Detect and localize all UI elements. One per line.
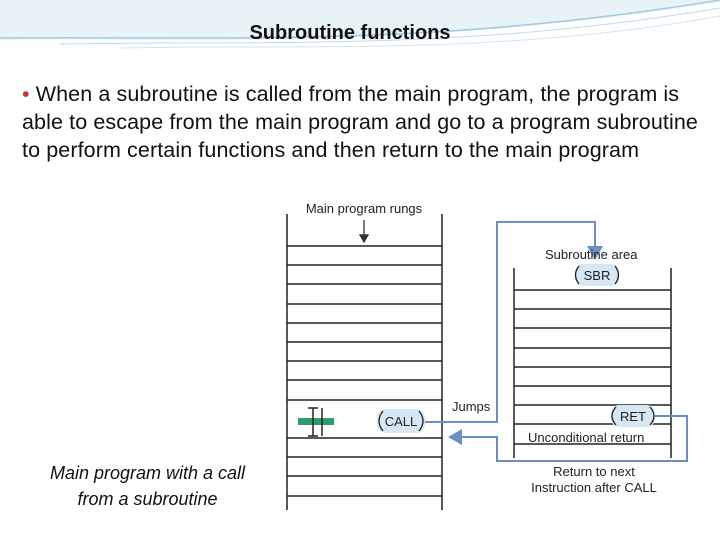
instruction-after-call-label: Instruction after CALL bbox=[531, 480, 657, 495]
caption-line-1: Main program with a call bbox=[49, 463, 246, 483]
sbr-instruction: SBR bbox=[584, 268, 611, 283]
slide-title: Subroutine functions bbox=[249, 22, 451, 44]
call-highlight bbox=[377, 409, 425, 433]
bullet-text: When a subroutine is called from the mai… bbox=[22, 82, 698, 162]
header-swoosh bbox=[0, 0, 720, 49]
contact-highlight bbox=[298, 418, 334, 425]
call-instruction: CALL bbox=[385, 414, 418, 429]
unconditional-return-label: Unconditional return bbox=[528, 430, 644, 445]
main-program-ladder bbox=[286, 214, 443, 510]
ret-highlight bbox=[611, 405, 655, 427]
return-arrow bbox=[448, 415, 688, 462]
bullet-paragraph: • When a subroutine is called from the m… bbox=[22, 80, 712, 164]
sbr-highlight bbox=[575, 264, 619, 286]
main-program-label: Main program rungs bbox=[306, 201, 423, 216]
return-to-next-label: Ret​urn to next bbox=[553, 464, 635, 479]
jumps-label: Jumps bbox=[452, 399, 491, 414]
caption-line-2: from a subroutine bbox=[77, 489, 218, 509]
subroutine-area-label: Subroutine area bbox=[545, 247, 638, 262]
jump-arrow bbox=[422, 221, 603, 423]
ret-instruction: RET bbox=[620, 409, 646, 424]
bullet-marker: • bbox=[22, 82, 30, 106]
diagram-caption: Main program with a call from a subrouti… bbox=[30, 460, 265, 512]
